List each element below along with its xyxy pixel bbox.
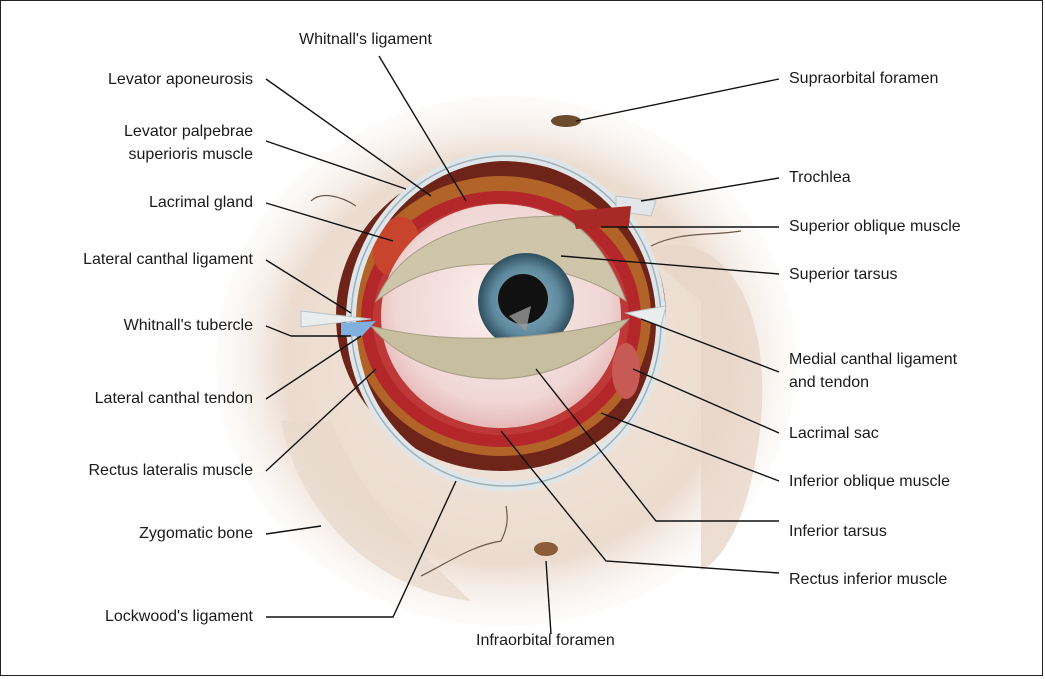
- superior-tarsus-plate: [374, 215, 628, 303]
- label-zygomatic-bone: Zygomatic bone: [139, 525, 253, 542]
- label-inferior-oblique-muscle: Inferior oblique muscle: [789, 473, 950, 490]
- label-lacrimal-sac: Lacrimal sac: [789, 425, 879, 442]
- infraorbital-foramen-mark: [534, 542, 558, 556]
- nose-bridge-shade: [641, 244, 763, 571]
- label-lockwoods-ligament: Lockwood's ligament: [104, 608, 253, 625]
- label-whitnalls-tubercle: Whitnall's tubercle: [123, 317, 253, 334]
- label-infraorbital-foramen: Infraorbital foramen: [476, 632, 615, 649]
- cheek-shade: [281, 421, 471, 601]
- nasal-suture: [650, 230, 742, 247]
- label-lateral-canthal-tendon: Lateral canthal tendon: [94, 390, 253, 407]
- corneal-reflection: [509, 306, 531, 331]
- label-lateral-canthal-ligament: Lateral canthal ligament: [83, 251, 253, 268]
- label-levator-aponeurosis: Levator aponeurosis: [108, 71, 253, 88]
- label-superior-oblique-muscle: Superior oblique muscle: [789, 218, 961, 235]
- lacrimal-sac-mark: [612, 343, 640, 399]
- label-rectus-inferior-muscle: Rectus inferior muscle: [789, 571, 948, 588]
- label-rectus-lateralis-muscle: Rectus lateralis muscle: [88, 462, 254, 479]
- whitnalls-tubercle-mark: [341, 321, 376, 337]
- label-levator-palpebrae-line2: superioris muscle: [128, 146, 253, 163]
- label-superior-tarsus: Superior tarsus: [789, 266, 898, 283]
- inferior-tarsus-plate: [369, 318, 631, 380]
- label-medial-canthal-line2: and tendon: [789, 374, 870, 391]
- frontal-suture: [310, 194, 357, 207]
- leader-lines: [265, 55, 780, 635]
- label-supraorbital-foramen: Supraorbital foramen: [789, 70, 939, 87]
- pupil: [498, 274, 548, 324]
- label-whitnalls-ligament: Whitnall's ligament: [299, 31, 432, 48]
- lateral-canthal-ligament-mark: [300, 310, 372, 328]
- label-inferior-tarsus: Inferior tarsus: [789, 523, 887, 540]
- label-medial-canthal-line1: Medial canthal ligament: [789, 351, 958, 368]
- label-trochlea: Trochlea: [789, 169, 851, 186]
- label-lacrimal-gland: Lacrimal gland: [148, 194, 253, 211]
- label-levator-palpebrae-line1: Levator palpebrae: [124, 123, 253, 140]
- superior-oblique-mark: [571, 206, 631, 229]
- zygomatic-suture: [420, 505, 508, 577]
- supraorbital-foramen-mark: [551, 115, 581, 127]
